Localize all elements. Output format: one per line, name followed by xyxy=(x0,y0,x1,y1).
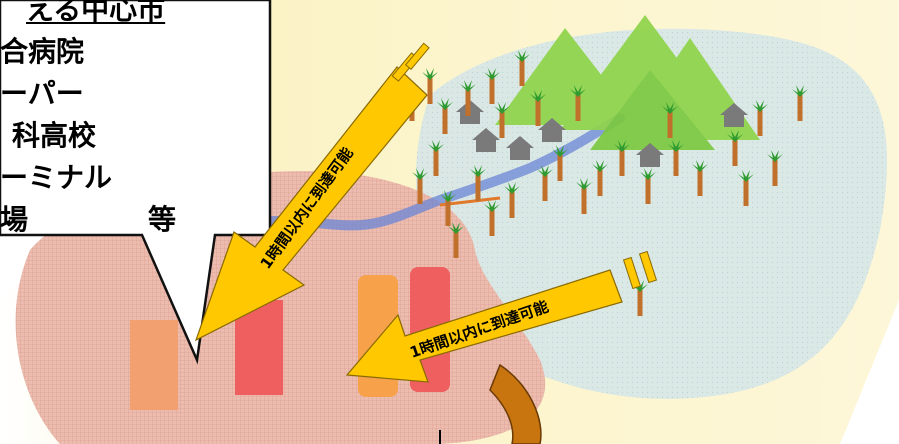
callout-item-hospital: 合病院 xyxy=(0,35,85,68)
palm-tree xyxy=(767,150,783,186)
palm-tree xyxy=(428,140,444,176)
palm-tree xyxy=(422,68,438,104)
callout-item-high-school: 科高校 xyxy=(12,119,97,152)
palm-tree xyxy=(727,130,743,166)
palm-tree xyxy=(614,140,630,176)
palm-tree xyxy=(530,90,546,126)
palm-tree xyxy=(668,140,684,176)
callout-item-etc: 等 xyxy=(148,203,177,236)
callout-item-terminal: ーミナル xyxy=(0,161,113,194)
palm-tree xyxy=(662,102,678,138)
palm-tree xyxy=(692,160,708,196)
palm-tree xyxy=(514,50,530,86)
palm-tree xyxy=(484,200,500,236)
palm-tree xyxy=(537,165,553,201)
callout-item-supermarket: ーパー xyxy=(0,77,84,110)
palm-tree xyxy=(738,170,754,206)
palm-tree xyxy=(448,222,464,258)
palm-tree xyxy=(752,100,768,136)
palm-tree xyxy=(792,85,808,121)
palm-tree xyxy=(494,102,510,138)
palm-tree xyxy=(470,165,486,201)
palm-tree xyxy=(460,80,476,116)
palm-tree xyxy=(484,68,500,104)
palm-tree xyxy=(592,160,608,196)
palm-tree xyxy=(632,280,648,316)
callout-bubble xyxy=(0,0,272,365)
palm-tree xyxy=(412,168,428,204)
palm-tree xyxy=(552,145,568,181)
callout-item-place: 場 xyxy=(0,203,29,236)
building-orange-left xyxy=(130,320,178,410)
callout-title: える中心市 xyxy=(26,0,166,26)
palm-tree xyxy=(437,98,453,134)
palm-tree xyxy=(640,168,656,204)
palm-tree xyxy=(570,85,586,121)
houses xyxy=(456,100,748,167)
palm-tree xyxy=(504,182,520,218)
palm-tree xyxy=(440,190,456,226)
palm-tree xyxy=(576,178,592,214)
